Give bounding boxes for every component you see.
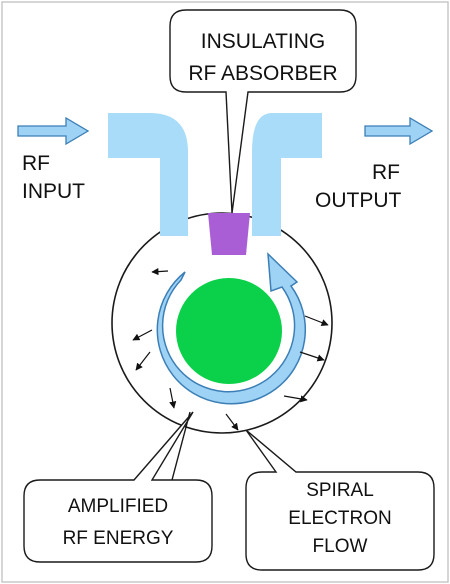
callout-electron-line2: ELECTRON: [288, 508, 391, 529]
callout-electron-line3: FLOW: [313, 536, 368, 557]
input-label-line1: RF: [22, 152, 50, 175]
rf-absorber: [208, 213, 250, 255]
output-label-line1: RF: [372, 161, 400, 184]
electron-arrow-icon: [169, 387, 177, 409]
electron-arrows: [132, 268, 329, 431]
output-waveguide: [252, 113, 322, 236]
spiral-flow-arrow-icon: [156, 252, 307, 405]
callout-electron-bubble: [245, 429, 435, 571]
electron-arrow-icon: [151, 268, 169, 276]
electron-arrow-icon: [283, 395, 308, 403]
input-waveguide: [108, 113, 188, 236]
callout-electron-line1: SPIRAL: [306, 480, 374, 501]
output-label-line2: OUTPUT: [315, 189, 402, 212]
electron-arrow-icon: [135, 351, 151, 371]
electron-arrow-icon: [299, 351, 325, 362]
electron-arrow-icon: [225, 413, 239, 431]
input-arrow-icon: [17, 116, 90, 146]
output-arrow-icon: [364, 116, 434, 146]
callout-energy-bubble: [23, 411, 213, 563]
callout-energy-line2: RF ENERGY: [63, 528, 174, 549]
input-label-line2: INPUT: [22, 180, 85, 203]
callout-energy-line1: AMPLIFIED: [68, 496, 168, 517]
callout-absorber-line1: INSULATING: [201, 30, 325, 53]
electron-arrow-icon: [304, 315, 329, 326]
callout-absorber-bubble: [169, 9, 357, 214]
callout-absorber-line2: RF ABSORBER: [188, 62, 337, 85]
electron-arrow-icon: [132, 329, 153, 341]
green-core: [176, 278, 282, 384]
